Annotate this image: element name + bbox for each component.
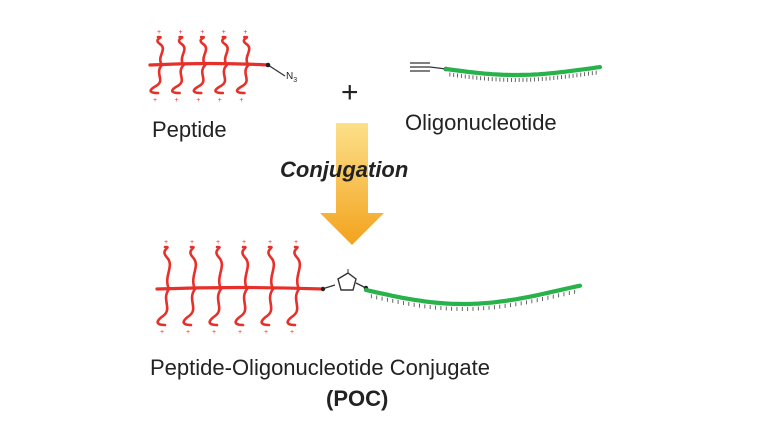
alkyne-group-icon [410,62,449,72]
oligonucleotide-strand-icon [443,65,603,82]
svg-text:+: + [153,97,157,104]
svg-text:+: + [294,239,298,246]
svg-text:+: + [268,239,272,246]
peptide-structure-icon: + + + + + + + + + + [148,29,270,104]
peptide-label: Peptide [152,117,227,142]
azide-label: N3 [286,71,298,84]
svg-text:+: + [164,239,168,246]
svg-text:+: + [290,329,294,336]
svg-text:+: + [157,29,161,36]
svg-text:+: + [238,329,242,336]
peptide-structure-icon: + + + + + + + + + + + + [155,239,325,336]
svg-text:+: + [175,97,179,104]
conjugation-label: Conjugation [280,157,409,182]
plus-sign: + [341,76,359,109]
svg-text:+: + [212,329,216,336]
svg-text:+: + [222,29,226,36]
poc-abbreviation: (POC) [326,386,389,411]
down-arrow-icon [320,123,384,245]
svg-text:+: + [242,239,246,246]
azide-group-icon [265,62,286,77]
svg-text:+: + [179,29,183,36]
oligonucleotide-label: Oligonucleotide [405,110,557,135]
svg-text:+: + [264,329,268,336]
poc-label: Peptide-Oligonucleotide Conjugate [150,355,491,380]
oligonucleotide-strand-icon [363,283,583,311]
svg-text:+: + [160,329,164,336]
svg-text:+: + [216,239,220,246]
svg-text:+: + [196,97,200,104]
svg-text:+: + [218,97,222,104]
svg-text:+: + [190,239,194,246]
triazole-linker-icon [320,269,369,292]
svg-text:+: + [239,97,243,104]
svg-text:+: + [186,329,190,336]
svg-text:+: + [200,29,204,36]
svg-text:+: + [243,29,247,36]
